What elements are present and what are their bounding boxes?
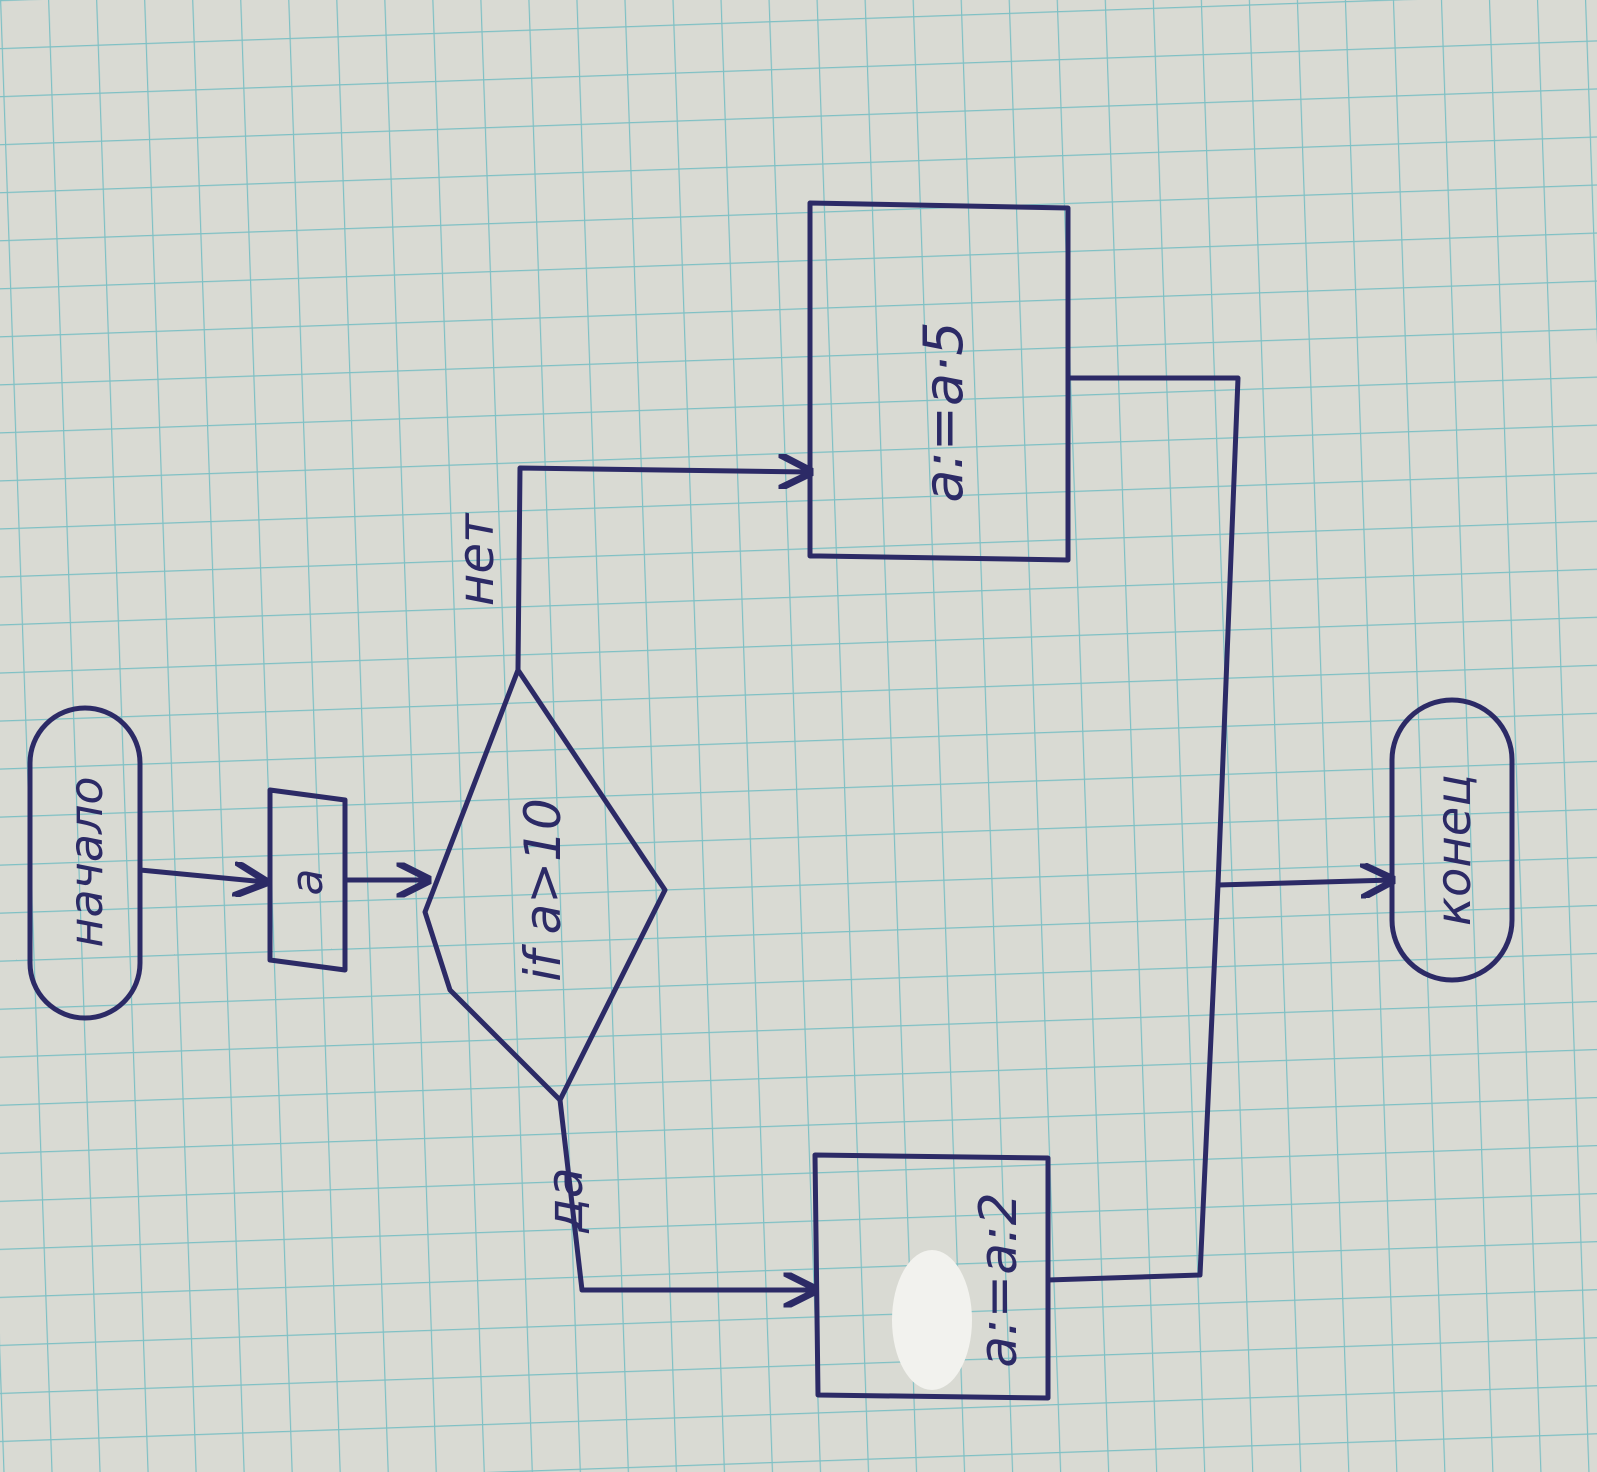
action-yes-label: a:=a:2 [969,1192,1029,1367]
decision-diamond [422,667,668,1103]
connector-no-to-merge [1065,375,1241,888]
action-yes-block [812,1152,1051,1401]
decision-label: if a>10 [514,798,572,982]
input-label: a [282,869,333,896]
arrow-no-branch [515,468,810,673]
correction-fluid-mark [892,1250,972,1390]
branch-no-label: нет [447,512,505,606]
branch-yes-label: да [536,1167,594,1233]
action-no-label: a:=a·5 [912,321,975,502]
arrow-start-to-input [137,870,265,882]
arrow-merge-to-end [1215,880,1392,885]
arrow-yes-branch [557,1097,815,1290]
end-terminator [1389,697,1515,983]
action-no-block [807,200,1071,563]
end-label: конец [1426,774,1482,926]
start-label: начало [59,776,113,947]
start-terminator [27,705,143,1021]
input-block [267,787,348,973]
connector-yes-to-merge [1045,882,1221,1283]
